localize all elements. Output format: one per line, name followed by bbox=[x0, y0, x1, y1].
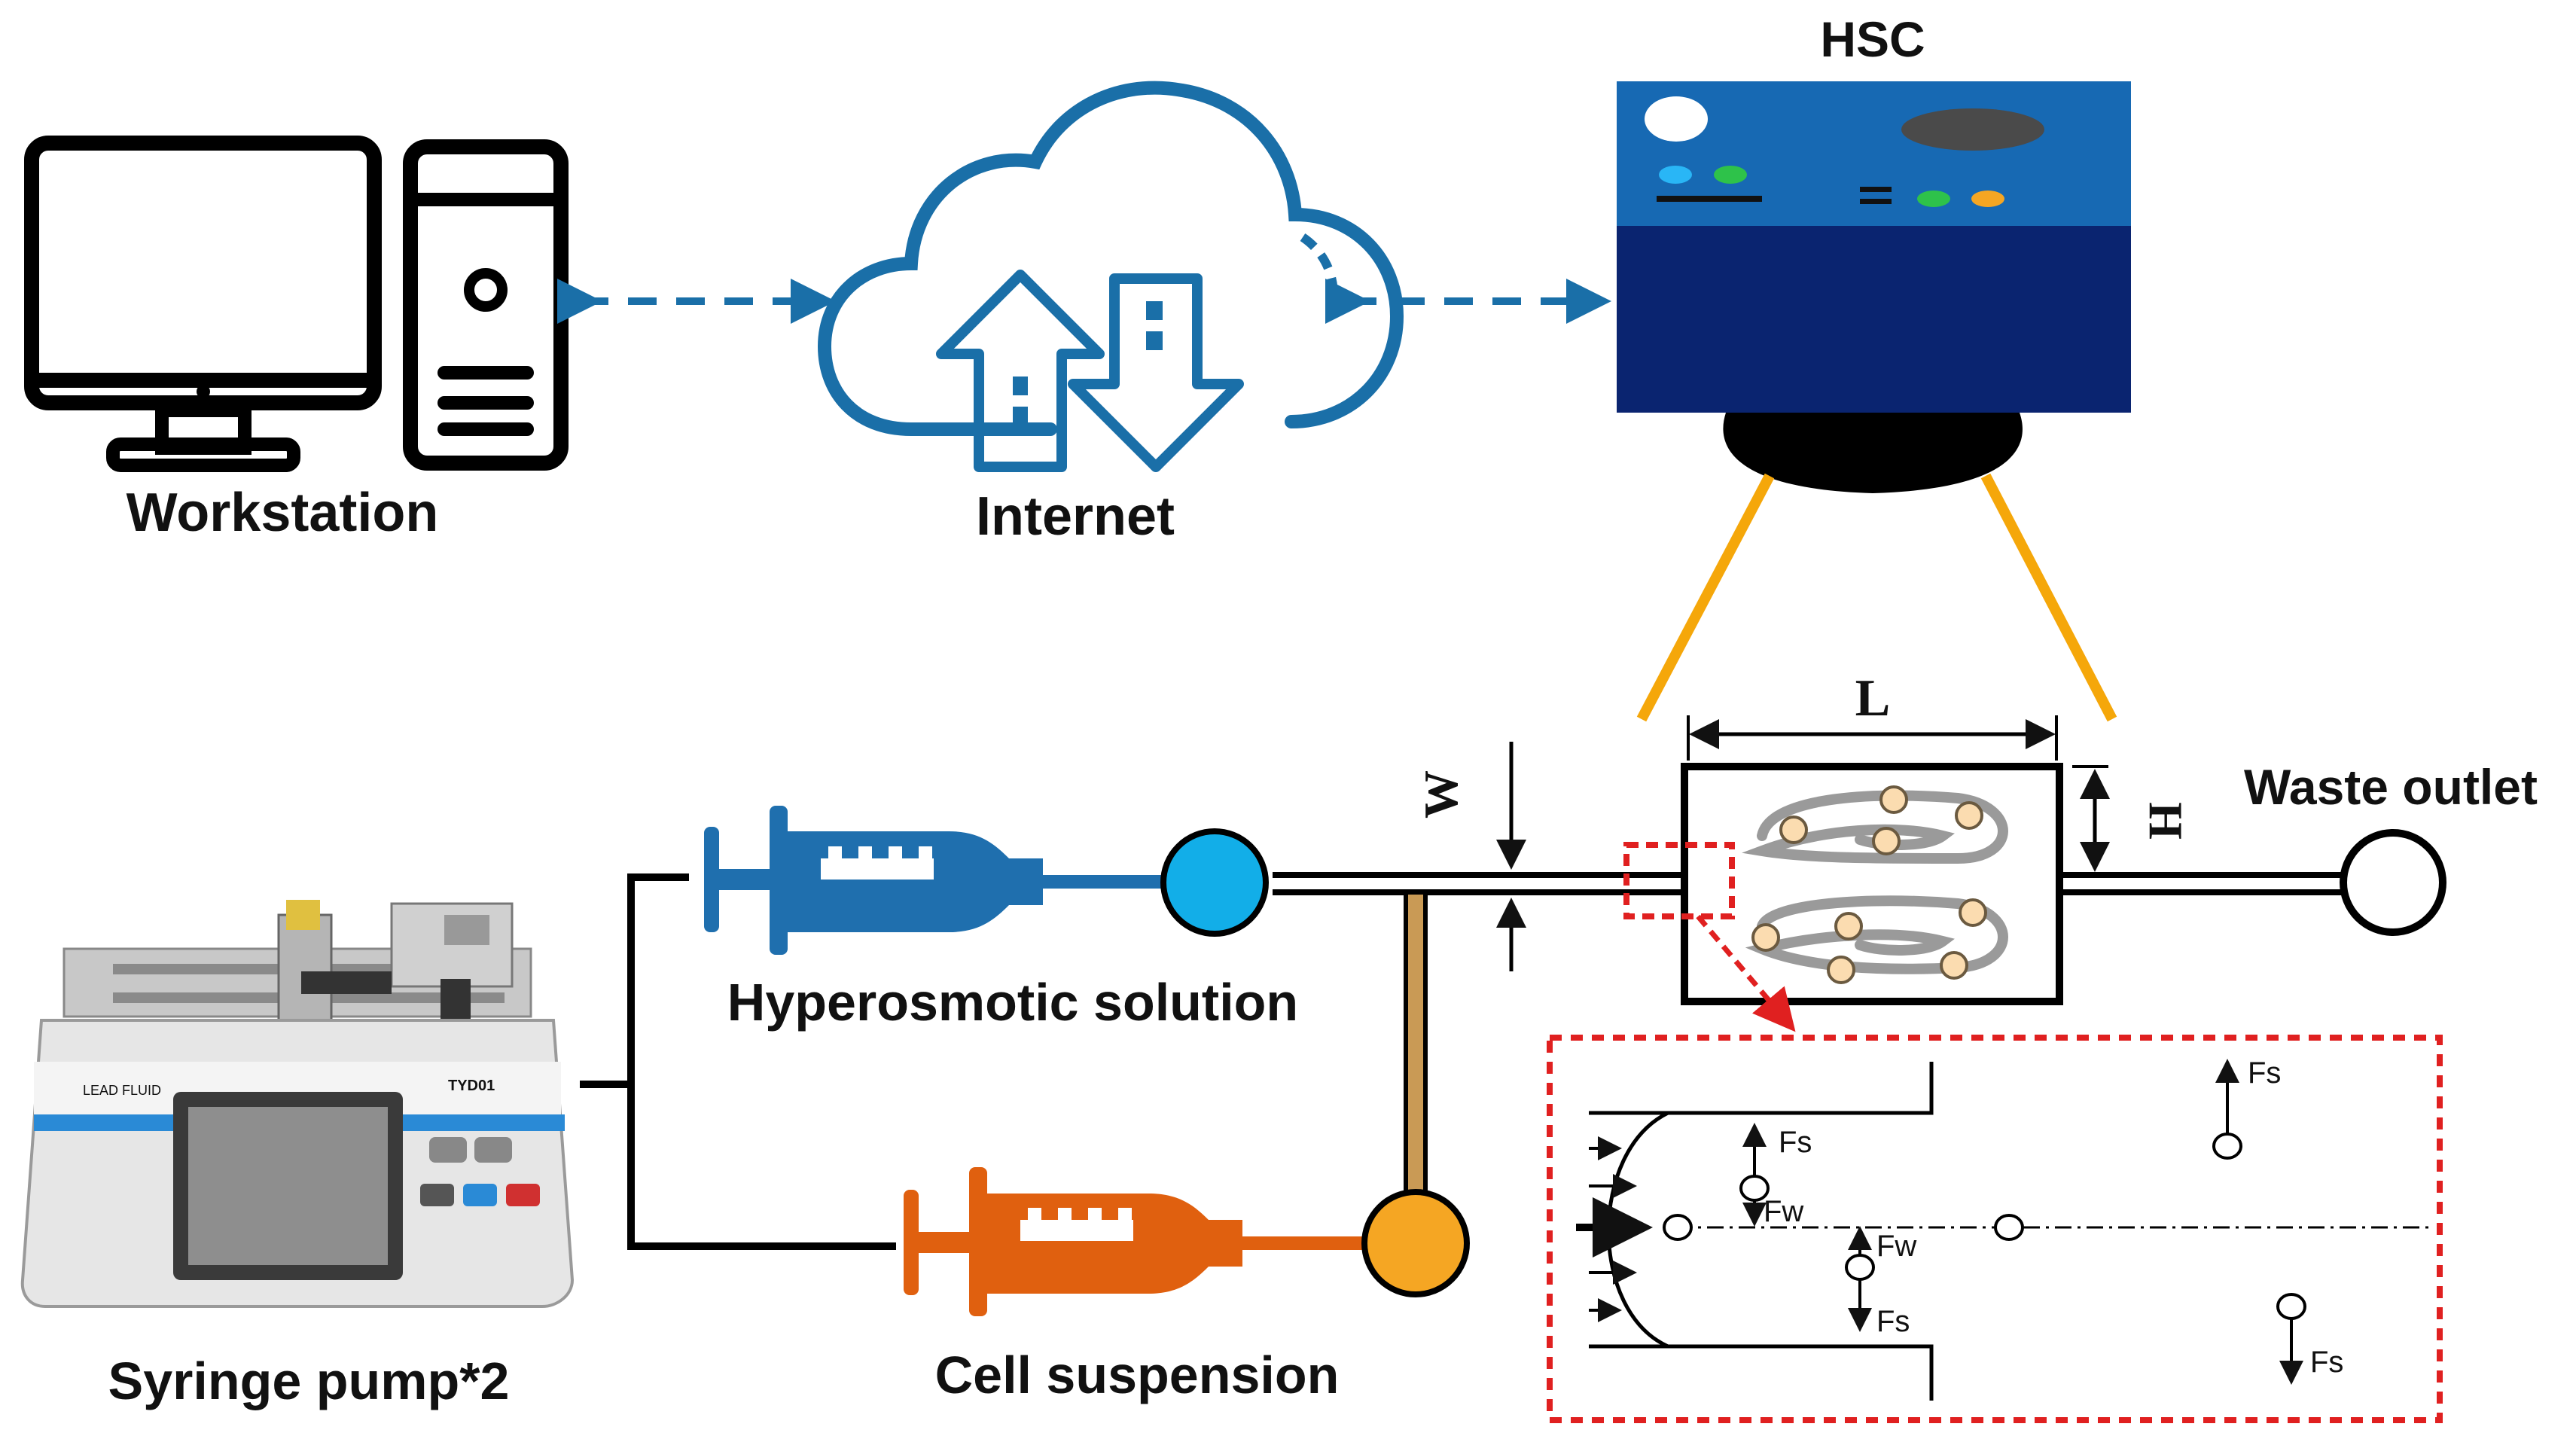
waste-outlet-reservoir bbox=[2340, 829, 2446, 936]
pump-model-label: TYD01 bbox=[448, 1078, 495, 1094]
cloud-icon bbox=[817, 81, 1404, 472]
tower-pc-icon bbox=[403, 139, 569, 471]
workstation-icon bbox=[24, 136, 569, 472]
syringe-pump-label: Syringe pump*2 bbox=[108, 1352, 510, 1410]
force-fs-label: Fs bbox=[2248, 1056, 2281, 1090]
zoom-pointer bbox=[1696, 914, 1796, 1032]
camera-icon bbox=[1617, 81, 2131, 493]
cell-suspension-reservoir bbox=[1361, 1189, 1470, 1297]
force-fs-label: Fs bbox=[1779, 1126, 1812, 1159]
cells-in-chamber bbox=[1751, 785, 1987, 984]
dimension-W-label: W bbox=[1414, 770, 1468, 819]
syringe-pump-icon: LEAD FLUID TYD01 bbox=[20, 900, 575, 1308]
zoom-region-marker bbox=[1623, 842, 1735, 919]
monitor-icon bbox=[24, 136, 382, 472]
download-arrow-icon bbox=[1068, 273, 1244, 472]
cell-suspension-label: Cell suspension bbox=[935, 1346, 1340, 1404]
syringe-icon bbox=[904, 1167, 1367, 1316]
waste-outlet-label: Waste outlet bbox=[2244, 759, 2538, 815]
hyperosmotic-reservoir bbox=[1160, 828, 1269, 937]
hyperosmotic-label: Hyperosmotic solution bbox=[727, 973, 1298, 1032]
upload-arrow-icon bbox=[936, 270, 1105, 472]
force-fs-label: Fs bbox=[1876, 1305, 1910, 1338]
internet-label: Internet bbox=[976, 486, 1175, 547]
workstation-label: Workstation bbox=[127, 483, 439, 543]
pump-tubing bbox=[627, 873, 896, 1250]
hsc-label: HSC bbox=[1820, 11, 1925, 67]
force-fw-label: Fw bbox=[1764, 1195, 1803, 1228]
force-inset: Fs Fw Fw Fs Fs Fs bbox=[1547, 1035, 2443, 1423]
syringe-icon bbox=[704, 806, 1171, 955]
dimension-L-label: L bbox=[1855, 669, 1891, 727]
force-fw-label: Fw bbox=[1876, 1230, 1916, 1263]
main-channel bbox=[1273, 872, 2346, 895]
pump-brand-label: LEAD FLUID bbox=[83, 1083, 161, 1098]
light-cone-left bbox=[1636, 473, 1775, 722]
light-cone-right bbox=[1980, 473, 2117, 722]
dimension-H-label: H bbox=[2139, 802, 2193, 840]
observation-chamber bbox=[1681, 763, 2063, 1005]
force-fs-label: Fs bbox=[2310, 1346, 2343, 1379]
